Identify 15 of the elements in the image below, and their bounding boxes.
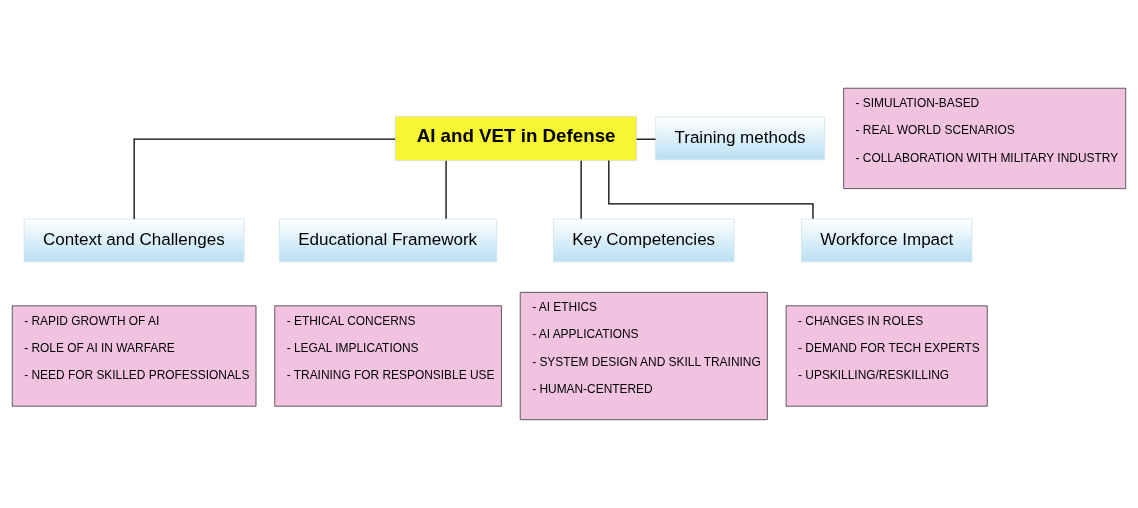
connector [133, 138, 396, 220]
node-box: Workforce Impact [801, 218, 973, 263]
node-box: - SIMULATION-BASED - REAL WORLD SCENARIOS - COLLABORATION WITH MILITARY INDUSTRY [843, 87, 1127, 190]
node-box: - AI ETHICS - AI APPLICATIONS - SYSTEM DESIGN AND SKILL TRAINING - HUMAN-CENTERED [519, 291, 768, 421]
node-box: Training methods [655, 116, 825, 161]
node-box: - CHANGES IN ROLES - DEMAND FOR TECH EXPERTS - UPSKILLING/RESKILLING [785, 305, 988, 407]
node-box: AI and VET in Defense [394, 115, 637, 161]
node-box: Educational Framework [279, 218, 498, 263]
node-box: - ETHICAL CONCERNS - LEGAL IMPLICATIONS - TRAINING FOR RESPONSIBLE USE [274, 305, 502, 407]
connector [445, 160, 447, 220]
node-box: Context and Challenges [23, 218, 245, 263]
connector [635, 138, 657, 140]
node-box: Key Competencies [553, 218, 735, 263]
connector [580, 160, 582, 220]
node-box: - RAPID GROWTH OF AI - ROLE OF AI IN WARFARE - NEED FOR SKILLED PROFESSIONALS [11, 305, 257, 407]
